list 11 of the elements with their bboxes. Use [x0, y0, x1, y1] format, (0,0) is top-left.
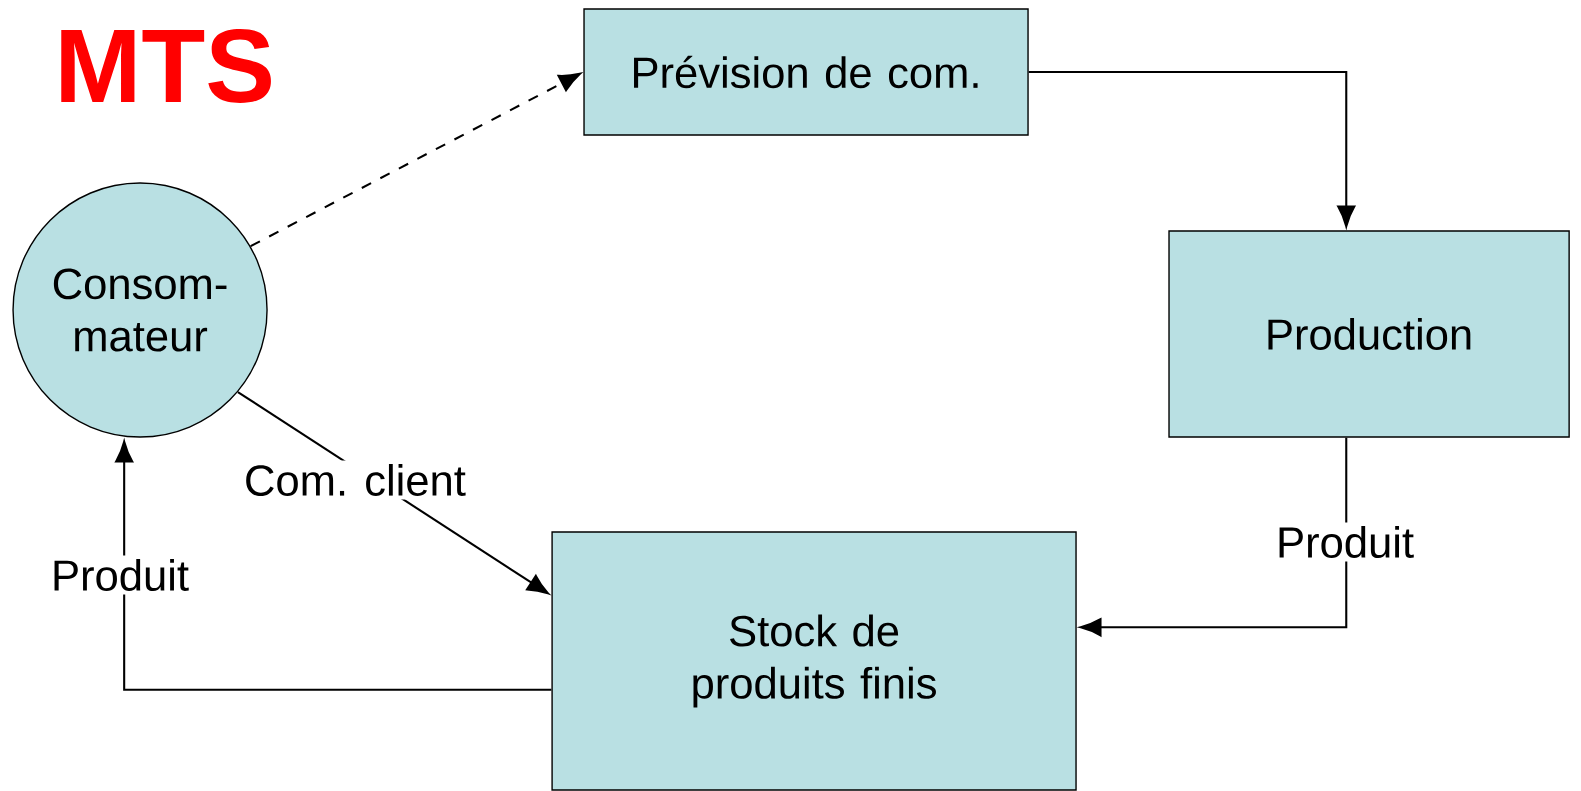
arrow	[1028, 70, 1356, 228]
arrow	[115, 440, 552, 691]
process-box: Production	[1168, 230, 1570, 438]
arrow	[1079, 437, 1348, 637]
process-box: Stock de produits finis	[551, 531, 1077, 791]
edge-label: Produit	[1272, 522, 1418, 562]
arrow	[250, 72, 581, 248]
edge-label: Com. client	[240, 460, 470, 500]
title: MTS	[61, 28, 271, 103]
process-box: Prévision de com.	[583, 8, 1029, 136]
edge-label: Produit	[47, 555, 193, 595]
